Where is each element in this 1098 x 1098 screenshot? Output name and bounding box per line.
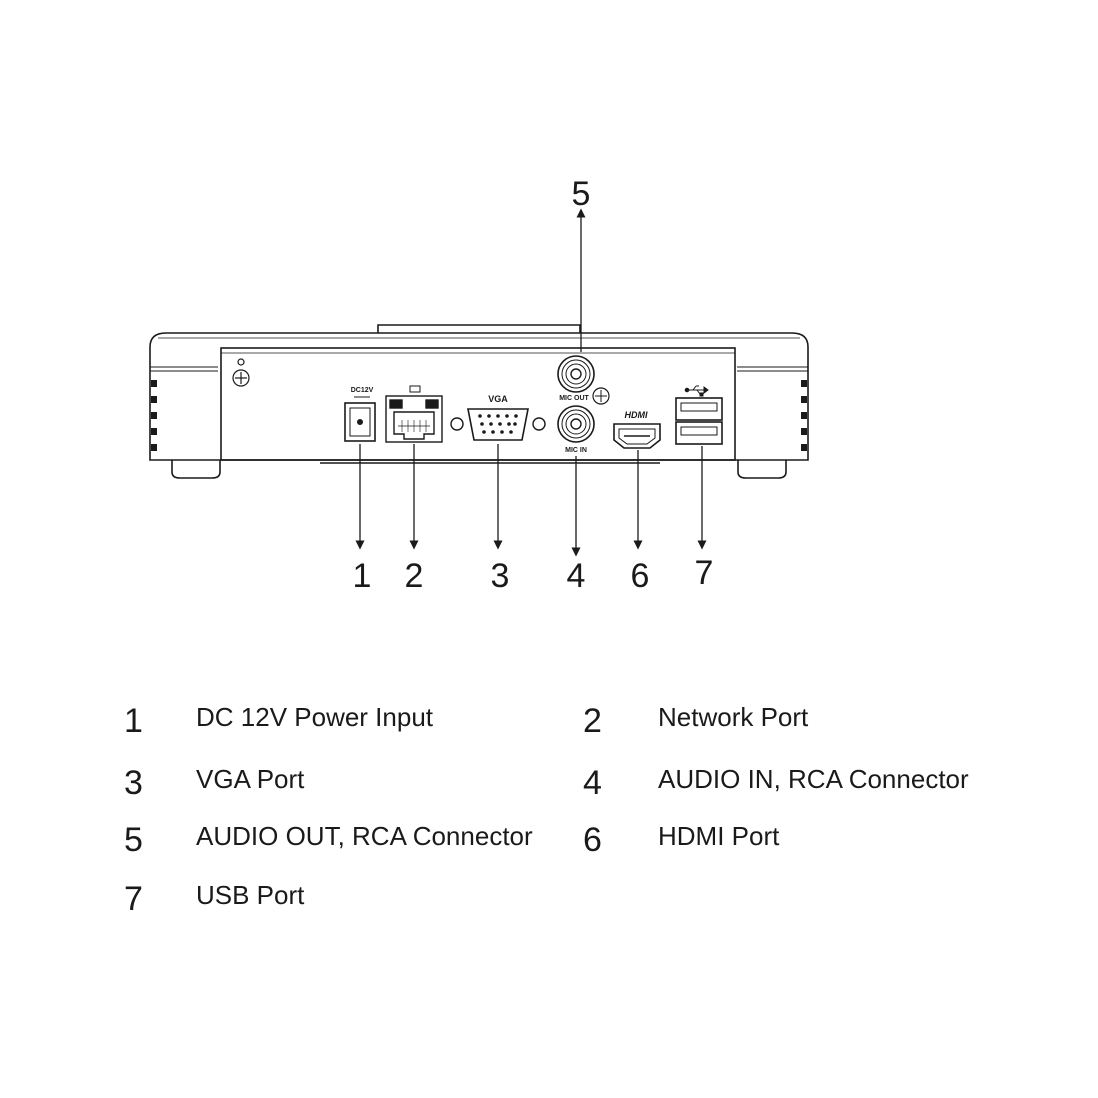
mic-out-label: MIC OUT [559,395,589,402]
device-housing [149,324,809,479]
legend-num-7: 7 [124,880,143,918]
callout-leader-lines [355,208,707,557]
device-rear-panel-diagram: DC12V VGA MIC OUT [149,175,809,595]
callout-7: 7 [695,554,714,592]
callout-6: 6 [631,557,650,595]
legend-text-7: USB Port [196,880,305,910]
ground-screw-icon [232,358,250,387]
network-port [385,385,443,443]
audio-in-rca: MIC IN [557,405,595,454]
legend-text-2: Network Port [658,702,809,732]
mic-in-label: MIC IN [565,447,587,454]
audio-out-rca: MIC OUT [557,355,610,405]
dc-power-jack: DC12V [344,387,376,442]
legend-text-5: AUDIO OUT, RCA Connector [196,821,533,851]
legend-num-5: 5 [124,821,143,859]
legend-text-4: AUDIO IN, RCA Connector [658,764,969,794]
callout-4: 4 [567,557,586,595]
hdmi-port: HDMI [613,410,661,449]
hdmi-label: HDMI [625,410,648,420]
callout-numbers: 1 2 3 4 5 6 7 [353,175,714,595]
legend-num-2: 2 [583,702,602,740]
legend-text-6: HDMI Port [658,821,780,851]
callout-3: 3 [491,557,510,595]
legend-num-4: 4 [583,764,602,802]
callout-5: 5 [572,175,591,213]
callout-1: 1 [353,557,372,595]
usb-port [675,385,723,445]
dc-label: DC12V [351,387,374,394]
legend-num-1: 1 [124,702,143,740]
legend-num-6: 6 [583,821,602,859]
usb-icon [684,385,709,397]
side-vents [151,380,807,451]
vga-port: VGA [450,394,546,441]
vga-label: VGA [488,394,508,404]
legend-text-3: VGA Port [196,764,305,794]
legend-num-3: 3 [124,764,143,802]
legend-text-1: DC 12V Power Input [196,702,434,732]
callout-2: 2 [405,557,424,595]
